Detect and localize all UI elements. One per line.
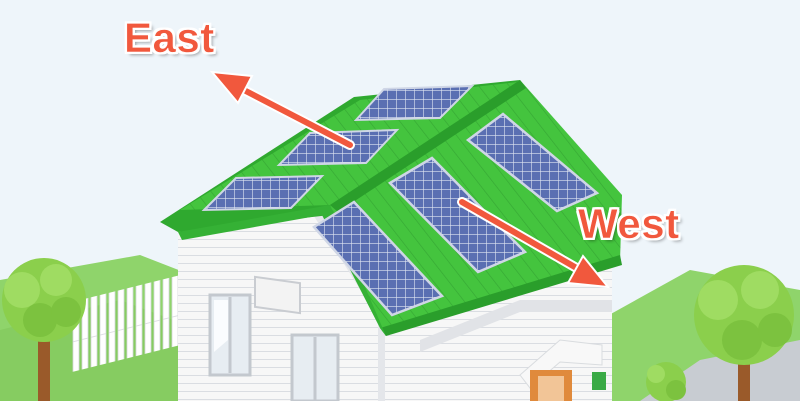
tree-icon bbox=[694, 265, 794, 401]
solar-panel-icon bbox=[465, 112, 600, 213]
solar-panels-east bbox=[201, 84, 475, 212]
solar-panel-icon bbox=[353, 84, 475, 122]
attic-vent bbox=[254, 275, 301, 315]
solar-panel-icon bbox=[387, 156, 528, 274]
fence bbox=[72, 274, 182, 373]
solar-panel-icon bbox=[276, 128, 400, 167]
tree-icon bbox=[2, 258, 86, 401]
east-label: East bbox=[124, 14, 215, 61]
window-left bbox=[208, 293, 252, 377]
solar-panels-west bbox=[312, 112, 600, 317]
arrow-west-icon bbox=[457, 197, 611, 289]
solar-panel-icon bbox=[201, 174, 325, 212]
window-center bbox=[290, 333, 340, 401]
solar-panel-icon bbox=[312, 200, 445, 317]
arrow-east-icon bbox=[209, 70, 355, 150]
bush bbox=[646, 362, 686, 401]
electric-box bbox=[592, 372, 606, 390]
west-label: West bbox=[578, 200, 680, 247]
